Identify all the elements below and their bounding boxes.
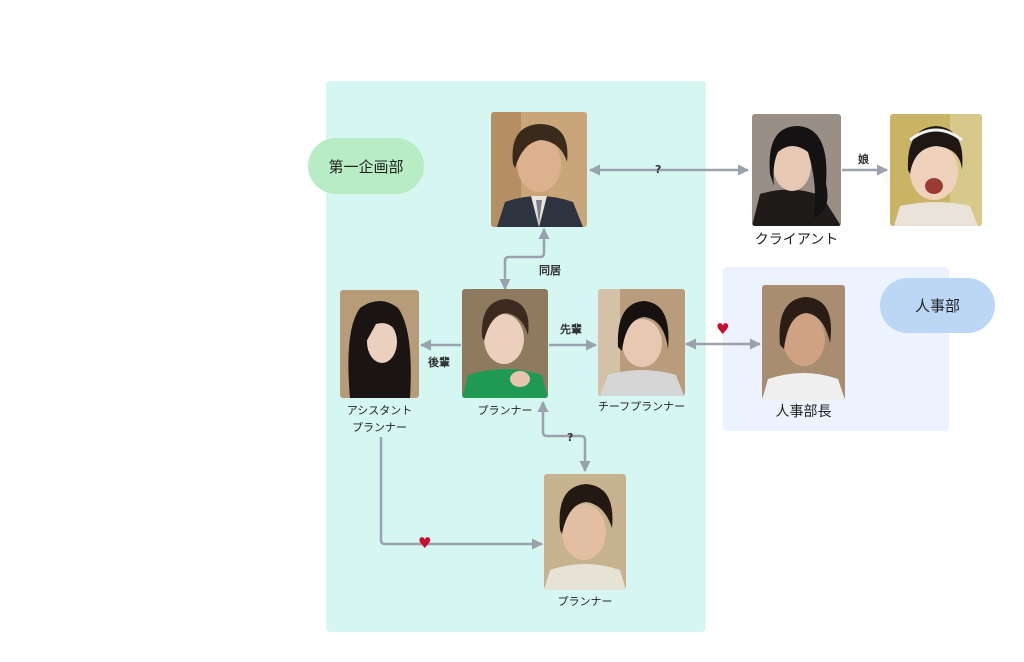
hr-department-badge: 人事部 [880,278,995,333]
planning-department-label: 第一企画部 [328,157,404,176]
boss-portrait[interactable] [491,112,587,227]
planner-caption: プランナー [557,595,613,608]
assistant-caption: アシスタント プランナー [328,402,431,436]
client-caption: クライアント [754,232,839,248]
planning-department-badge: 第一企画部 [308,138,424,194]
hr-manager-caption: 人事部長 [775,404,832,420]
heart-icon: ♥ [418,534,432,552]
relation-label-heroine-planner: ? [567,431,574,444]
relation-label-heroine-chief: 先輩 [560,323,582,336]
link-heroine-planner [537,400,591,473]
relation-label-boss-client: ? [655,163,662,176]
assistant-caption-line1: アシスタント [346,404,413,417]
link-assistant-planner [379,437,544,550]
heart-icon: ♥ [716,320,730,338]
hr-department-label: 人事部 [914,297,960,315]
assistant-portrait[interactable] [340,290,419,398]
relation-label-client-daughter: 娘 [858,153,869,166]
link-heroine-boss [499,227,550,291]
daughter-portrait[interactable] [890,114,982,226]
assistant-caption-line2: プランナー [352,421,407,434]
hr-manager-portrait[interactable] [762,285,845,400]
heroine-portrait[interactable] [462,289,548,398]
client-portrait[interactable] [752,114,841,226]
heroine-caption: プランナー [477,404,533,417]
chief-caption: チーフプランナー [597,400,686,413]
relation-label-heroine-boss: 同居 [539,264,561,277]
planner-portrait[interactable] [544,474,626,590]
relation-label-heroine-assistant: 後輩 [428,356,450,369]
chief-portrait[interactable] [598,289,685,396]
